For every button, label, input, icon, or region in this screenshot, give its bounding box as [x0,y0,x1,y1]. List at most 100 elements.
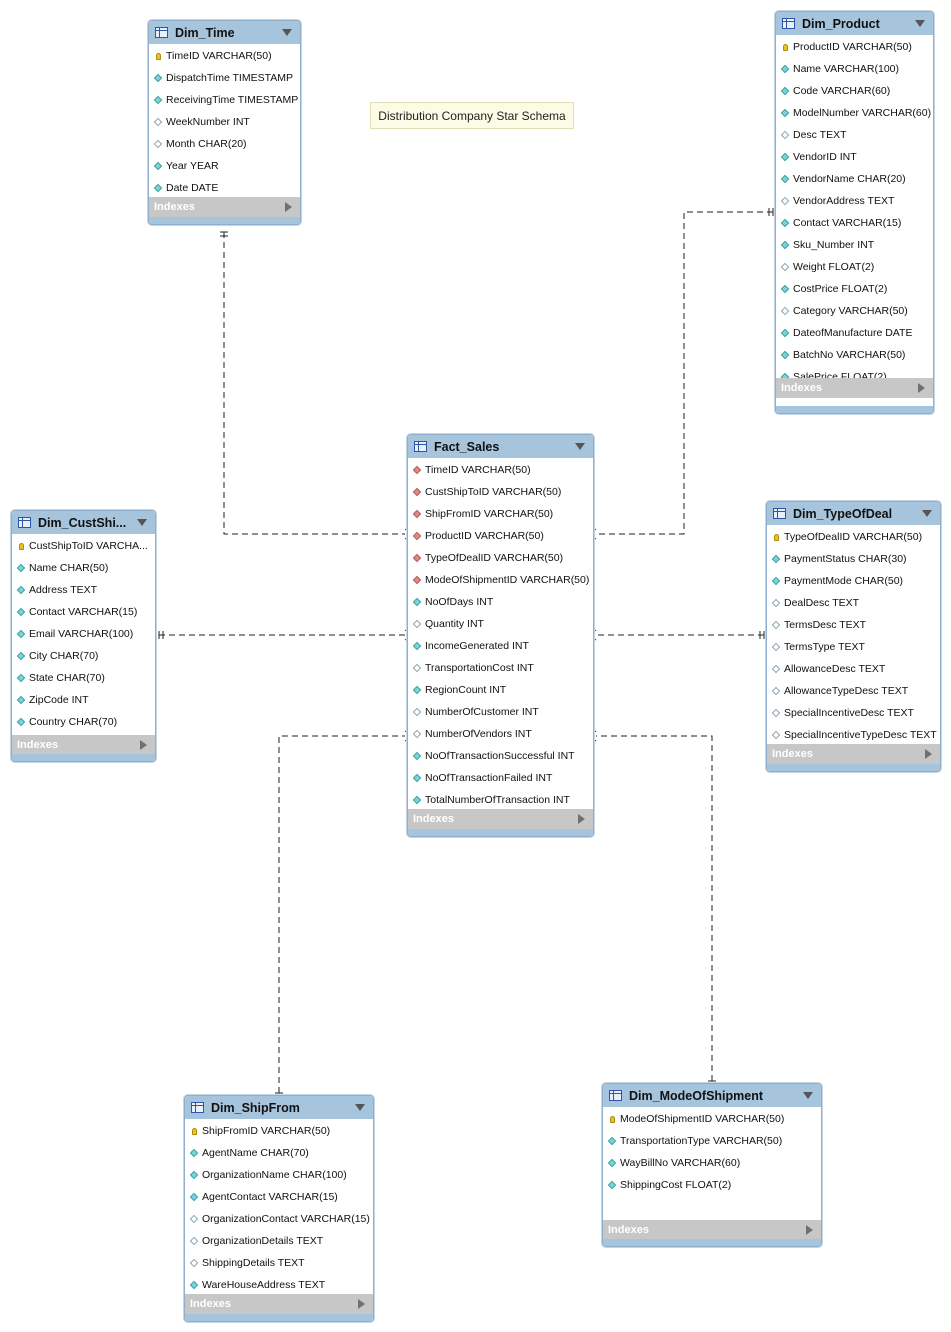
column-row[interactable]: ZipCode INT [12,689,155,711]
indexes-section[interactable]: Indexes [767,744,940,764]
column-row[interactable]: NoOfTransactionFailed INT [408,767,593,789]
indexes-section[interactable]: Indexes [12,735,155,755]
column-row[interactable]: VendorName CHAR(20) [776,168,933,190]
column-row[interactable]: BatchNo VARCHAR(50) [776,344,933,366]
collapse-arrow-icon[interactable] [137,519,147,526]
column-row[interactable]: Email VARCHAR(100) [12,623,155,645]
column-row[interactable]: CustShipToID VARCHA... [12,535,155,557]
collapse-arrow-icon[interactable] [355,1104,365,1111]
column-row[interactable]: VendorAddress TEXT [776,190,933,212]
table-header[interactable]: Dim_ModeOfShipment [603,1084,821,1107]
expand-arrow-icon[interactable] [806,1225,813,1235]
column-row[interactable]: State CHAR(70) [12,667,155,689]
column-row[interactable]: Year YEAR [149,155,300,177]
column-row[interactable]: Contact VARCHAR(15) [776,212,933,234]
column-row[interactable]: NumberOfVendors INT [408,723,593,745]
column-row[interactable]: Sku_Number INT [776,234,933,256]
column-row[interactable]: TimeID VARCHAR(50) [149,45,300,67]
table-header[interactable]: Dim_Product [776,12,933,35]
column-row[interactable]: Month CHAR(20) [149,133,300,155]
column-row[interactable]: ModeOfShipmentID VARCHAR(50) [603,1108,821,1130]
column-row[interactable]: TermsDesc TEXT [767,614,940,636]
column-row[interactable]: OrganizationContact VARCHAR(15) [185,1208,373,1230]
column-row[interactable]: City CHAR(70) [12,645,155,667]
table-header[interactable]: Dim_CustShi... [12,511,155,534]
column-row[interactable]: CostPrice FLOAT(2) [776,278,933,300]
column-row[interactable]: DateofManufacture DATE [776,322,933,344]
column-row[interactable]: OrganizationName CHAR(100) [185,1164,373,1186]
column-row[interactable]: CustShipToID VARCHAR(50) [408,481,593,503]
indexes-section[interactable]: Indexes [776,378,933,398]
collapse-arrow-icon[interactable] [922,510,932,517]
column-row[interactable]: NumberOfCustomer INT [408,701,593,723]
column-row[interactable]: ShipFromID VARCHAR(50) [185,1120,373,1142]
column-row[interactable]: ProductID VARCHAR(50) [776,36,933,58]
column-row[interactable]: Desc TEXT [776,124,933,146]
column-row[interactable]: WareHouseAddress TEXT [185,1274,373,1296]
column-row[interactable]: ReceivingTime TIMESTAMP [149,89,300,111]
column-row[interactable]: PaymentStatus CHAR(30) [767,548,940,570]
column-row[interactable]: AgentName CHAR(70) [185,1142,373,1164]
table-header[interactable]: Dim_Time [149,21,300,44]
expand-arrow-icon[interactable] [578,814,585,824]
column-row[interactable]: ShipFromID VARCHAR(50) [408,503,593,525]
column-row[interactable]: ShippingDetails TEXT [185,1252,373,1274]
column-row[interactable]: Contact VARCHAR(15) [12,601,155,623]
collapse-arrow-icon[interactable] [282,29,292,36]
column-row[interactable]: TimeID VARCHAR(50) [408,459,593,481]
column-row[interactable]: Name VARCHAR(100) [776,58,933,80]
column-row[interactable]: IncomeGenerated INT [408,635,593,657]
table-dim-custship[interactable]: Dim_CustShi...CustShipToID VARCHA...Name… [11,510,156,762]
collapse-arrow-icon[interactable] [915,20,925,27]
expand-arrow-icon[interactable] [285,202,292,212]
column-row[interactable]: Weight FLOAT(2) [776,256,933,278]
diagram-title-note[interactable]: Distribution Company Star Schema [370,102,574,129]
column-row[interactable]: NoOfTransactionSuccessful INT [408,745,593,767]
column-row[interactable]: AllowanceDesc TEXT [767,658,940,680]
column-row[interactable]: Code VARCHAR(60) [776,80,933,102]
column-row[interactable]: Category VARCHAR(50) [776,300,933,322]
collapse-arrow-icon[interactable] [803,1092,813,1099]
column-row[interactable]: SpecialIncentiveTypeDesc TEXT [767,724,940,746]
expand-arrow-icon[interactable] [358,1299,365,1309]
table-header[interactable]: Dim_TypeOfDeal [767,502,940,525]
column-row[interactable]: RegionCount INT [408,679,593,701]
table-header[interactable]: Dim_ShipFrom [185,1096,373,1119]
indexes-section[interactable]: Indexes [603,1220,821,1240]
collapse-arrow-icon[interactable] [575,443,585,450]
table-header[interactable]: Fact_Sales [408,435,593,458]
indexes-section[interactable]: Indexes [149,197,300,217]
column-row[interactable]: WeekNumber INT [149,111,300,133]
column-row[interactable]: TypeOfDealID VARCHAR(50) [408,547,593,569]
column-row[interactable]: SpecialIncentiveDesc TEXT [767,702,940,724]
column-row[interactable]: TransportationType VARCHAR(50) [603,1130,821,1152]
expand-arrow-icon[interactable] [918,383,925,393]
column-row[interactable]: NoOfDays INT [408,591,593,613]
column-row[interactable]: AllowanceTypeDesc TEXT [767,680,940,702]
column-row[interactable]: Quantity INT [408,613,593,635]
column-row[interactable]: ModelNumber VARCHAR(60) [776,102,933,124]
expand-arrow-icon[interactable] [925,749,932,759]
column-row[interactable]: TransportationCost INT [408,657,593,679]
expand-arrow-icon[interactable] [140,740,147,750]
column-row[interactable]: Date DATE [149,177,300,199]
indexes-section[interactable]: Indexes [408,809,593,829]
column-row[interactable]: Name CHAR(50) [12,557,155,579]
column-row[interactable]: Address TEXT [12,579,155,601]
column-row[interactable]: VendorID INT [776,146,933,168]
column-row[interactable]: DealDesc TEXT [767,592,940,614]
column-row[interactable]: Country CHAR(70) [12,711,155,733]
column-row[interactable]: ShippingCost FLOAT(2) [603,1174,821,1196]
indexes-section[interactable]: Indexes [185,1294,373,1314]
column-row[interactable]: OrganizationDetails TEXT [185,1230,373,1252]
column-row[interactable]: ProductID VARCHAR(50) [408,525,593,547]
column-row[interactable]: ModeOfShipmentID VARCHAR(50) [408,569,593,591]
column-row[interactable]: AgentContact VARCHAR(15) [185,1186,373,1208]
column-row[interactable]: TotalNumberOfTransaction INT [408,789,593,811]
